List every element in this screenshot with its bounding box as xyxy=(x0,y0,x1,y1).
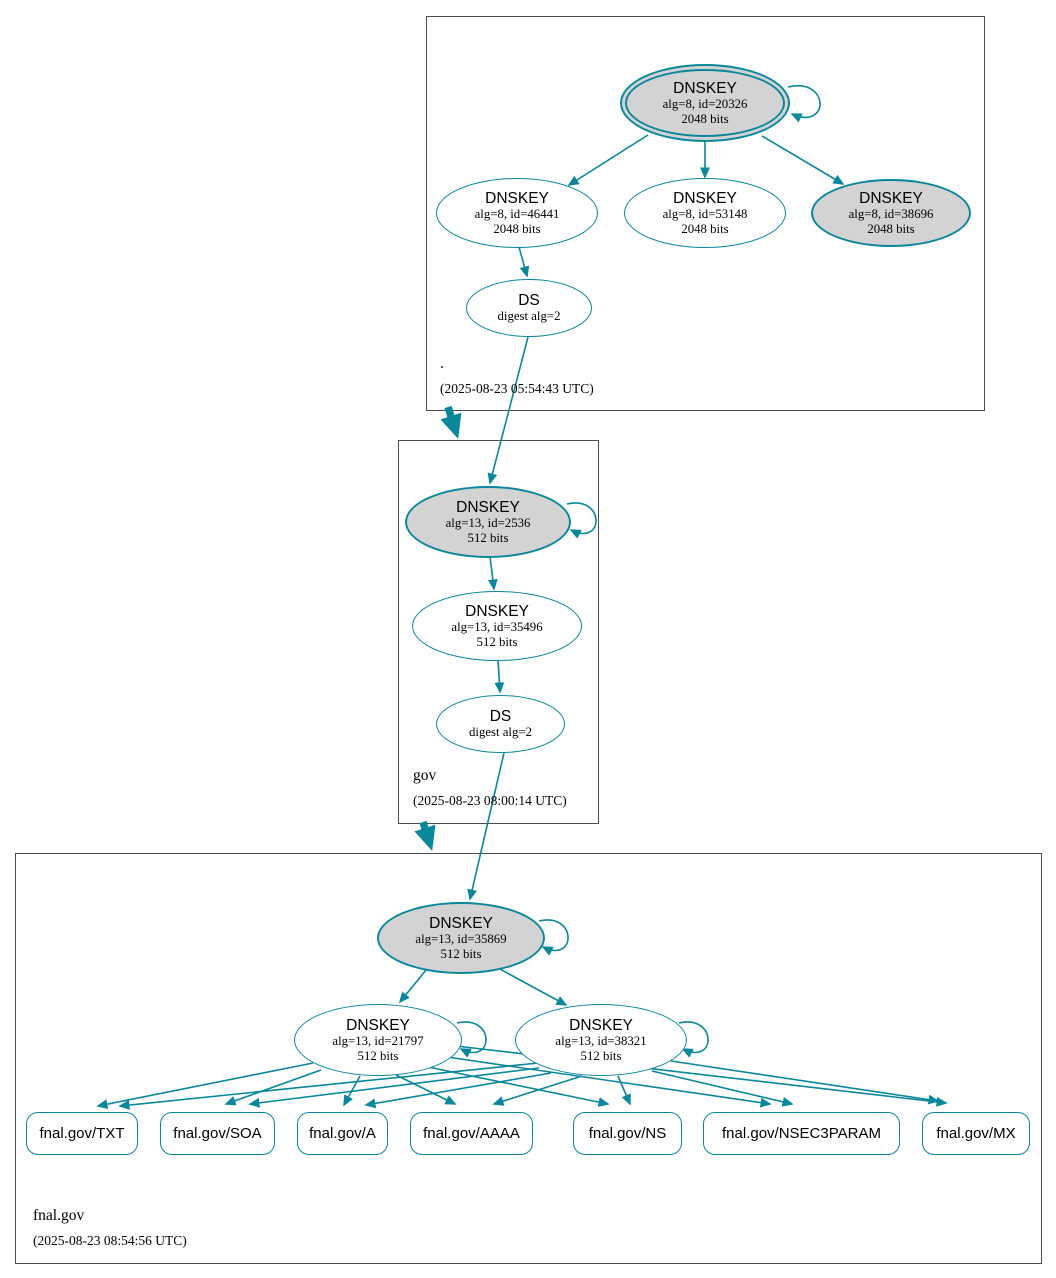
node-detail: alg=8, id=53148 xyxy=(662,207,748,221)
dnskey-node-fnal-zsk-38321[interactable]: DNSKEY alg=13, id=38321 512 bits xyxy=(515,1004,687,1076)
zone-name: fnal.gov xyxy=(33,1207,85,1224)
rrset-label: fnal.gov/NSEC3PARAM xyxy=(722,1125,881,1142)
node-detail: alg=13, id=21797 xyxy=(332,1034,424,1048)
zone-box-root xyxy=(426,16,985,411)
dnskey-node-root-zsk-53148[interactable]: DNSKEY alg=8, id=53148 2048 bits xyxy=(624,178,786,248)
node-title: DNSKEY xyxy=(456,499,520,516)
node-bits: 2048 bits xyxy=(867,221,915,236)
node-detail: alg=13, id=35496 xyxy=(451,620,543,634)
rrset-label: fnal.gov/SOA xyxy=(173,1125,262,1142)
dnskey-node-fnal-zsk-21797[interactable]: DNSKEY alg=13, id=21797 512 bits xyxy=(294,1004,462,1076)
rrset-node-fnal-gov-nsec3param[interactable]: fnal.gov/NSEC3PARAM xyxy=(703,1112,900,1155)
node-detail: alg=8, id=46441 xyxy=(474,207,560,221)
ds-node-root[interactable]: DS digest alg=2 xyxy=(466,279,592,337)
rrset-node-fnal-gov-mx[interactable]: fnal.gov/MX xyxy=(922,1112,1030,1155)
node-title: DNSKEY xyxy=(429,915,493,932)
zone-name: gov xyxy=(413,767,437,784)
node-bits: 512 bits xyxy=(476,634,518,649)
zone-name: . xyxy=(440,355,444,372)
node-bits: 512 bits xyxy=(440,946,482,961)
node-detail: alg=13, id=2536 xyxy=(445,516,531,530)
dnskey-node-root-ksk-38696[interactable]: DNSKEY alg=8, id=38696 2048 bits xyxy=(811,179,971,247)
node-bits: 2048 bits xyxy=(681,221,729,236)
node-bits: 512 bits xyxy=(580,1048,622,1063)
rrset-label: fnal.gov/TXT xyxy=(39,1125,125,1142)
node-detail: alg=13, id=38321 xyxy=(555,1034,647,1048)
zone-timestamp: (2025-08-23 05:54:43 UTC) xyxy=(440,381,594,396)
node-title: DNSKEY xyxy=(673,190,737,207)
dnskey-node-gov-ksk-2536[interactable]: DNSKEY alg=13, id=2536 512 bits xyxy=(405,486,571,558)
node-detail: digest alg=2 xyxy=(497,309,561,324)
node-title: DNSKEY xyxy=(465,603,529,620)
rrset-node-fnal-gov-txt[interactable]: fnal.gov/TXT xyxy=(26,1112,138,1155)
node-bits: 2048 bits xyxy=(493,221,541,236)
zone-label-fnal-gov: fnal.gov (2025-08-23 08:54:56 UTC) xyxy=(33,1208,187,1248)
zone-label-gov: gov (2025-08-23 08:00:14 UTC) xyxy=(413,768,567,808)
node-detail: alg=8, id=20326 xyxy=(662,97,748,111)
node-title: DNSKEY xyxy=(569,1017,633,1034)
zone-label-root: . (2025-08-23 05:54:43 UTC) xyxy=(440,356,594,396)
node-bits: 2048 bits xyxy=(681,111,729,126)
zone-box-fnal-gov xyxy=(15,853,1042,1264)
zone-timestamp: (2025-08-23 08:00:14 UTC) xyxy=(413,793,567,808)
node-title: DNSKEY xyxy=(673,80,737,97)
rrset-node-fnal-gov-aaaa[interactable]: fnal.gov/AAAA xyxy=(410,1112,533,1155)
rrset-node-fnal-gov-a[interactable]: fnal.gov/A xyxy=(297,1112,388,1155)
rrset-label: fnal.gov/MX xyxy=(936,1125,1016,1142)
zone-timestamp: (2025-08-23 08:54:56 UTC) xyxy=(33,1233,187,1248)
node-detail: digest alg=2 xyxy=(468,725,533,740)
node-bits: 512 bits xyxy=(357,1048,399,1063)
dnskey-node-fnal-ksk-35869[interactable]: DNSKEY alg=13, id=35869 512 bits xyxy=(377,902,545,974)
rrset-label: fnal.gov/A xyxy=(309,1125,376,1142)
node-title: DS xyxy=(518,292,540,310)
node-bits: 512 bits xyxy=(467,530,509,545)
dnskey-node-root-ksk-20326[interactable]: DNSKEY alg=8, id=20326 2048 bits xyxy=(620,64,790,142)
rrset-label: fnal.gov/AAAA xyxy=(423,1125,520,1142)
dnskey-node-gov-zsk-35496[interactable]: DNSKEY alg=13, id=35496 512 bits xyxy=(412,591,582,661)
rrset-node-fnal-gov-ns[interactable]: fnal.gov/NS xyxy=(573,1112,682,1155)
node-title: DNSKEY xyxy=(485,190,549,207)
rrset-label: fnal.gov/NS xyxy=(588,1125,667,1142)
rrset-node-fnal-gov-soa[interactable]: fnal.gov/SOA xyxy=(160,1112,275,1155)
node-title: DS xyxy=(489,708,512,726)
edge-delegation-gov-to-fnal xyxy=(414,820,436,851)
ds-node-gov[interactable]: DS digest alg=2 xyxy=(436,695,565,753)
node-detail: alg=8, id=38696 xyxy=(848,207,934,221)
node-detail: alg=13, id=35869 xyxy=(415,932,507,946)
dnskey-node-root-zsk-46441[interactable]: DNSKEY alg=8, id=46441 2048 bits xyxy=(436,178,598,248)
node-title: DNSKEY xyxy=(346,1017,410,1034)
node-title: DNSKEY xyxy=(859,190,923,207)
